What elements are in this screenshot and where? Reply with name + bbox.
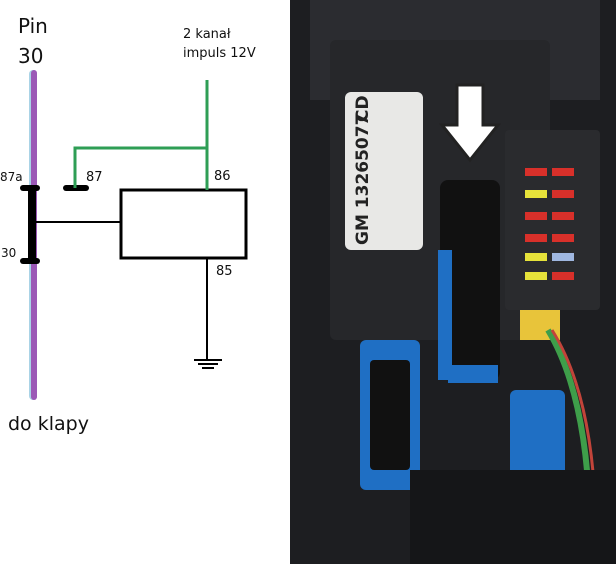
terminal-85-label: 85 bbox=[216, 264, 233, 279]
pin-number: 30 bbox=[18, 44, 44, 68]
down-arrow-icon bbox=[438, 83, 502, 163]
signal-to-87-wire bbox=[73, 146, 207, 188]
fuse-box-photo: GM 13265077 CD bbox=[290, 0, 616, 564]
terminal-86-label: 86 bbox=[214, 169, 231, 184]
terminal-87a-label: 87a bbox=[0, 170, 23, 184]
terminal-87a-tab bbox=[20, 185, 40, 191]
output-label: do klapy bbox=[8, 413, 89, 435]
pin-label: Pin bbox=[18, 14, 48, 38]
terminal-30-tab bbox=[20, 258, 40, 264]
signal-label-line2: impuls 12V bbox=[183, 46, 256, 61]
module-part-number: GM 13265077 bbox=[353, 114, 373, 245]
fuses bbox=[525, 168, 574, 280]
relay-wiring-diagram bbox=[20, 70, 248, 400]
main-connector bbox=[440, 180, 500, 380]
module-label-sticker bbox=[345, 92, 423, 250]
signal-label-line1: 2 kanał bbox=[183, 27, 231, 42]
ground-icon bbox=[194, 359, 222, 369]
terminal-30-label: 30 bbox=[1, 246, 17, 260]
relay-coil-box bbox=[119, 188, 248, 260]
terminal-87-label: 87 bbox=[86, 170, 103, 185]
module-variant: CD bbox=[353, 95, 373, 122]
switch-contact-bar bbox=[28, 186, 36, 264]
